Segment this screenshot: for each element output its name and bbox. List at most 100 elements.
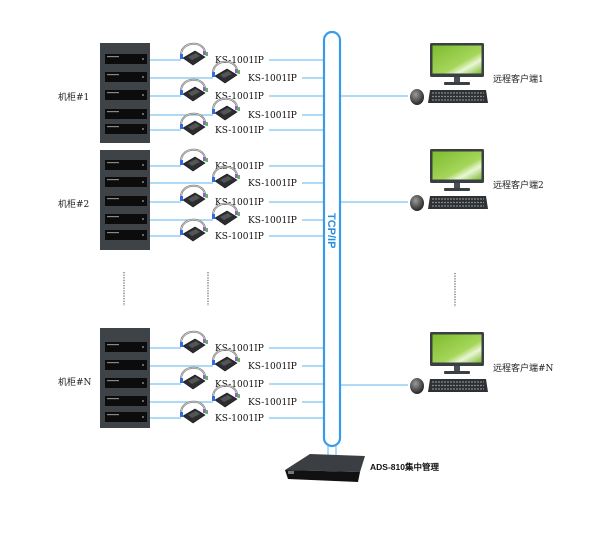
server-label-strip (107, 198, 119, 200)
kvm-box-label (220, 213, 232, 220)
ps2-keyboard-plug-icon (235, 357, 238, 361)
ps2-mouse-plug-icon (205, 340, 208, 344)
kvm-box-label (188, 377, 200, 384)
server-label-strip (107, 362, 119, 364)
trackball-icon (410, 378, 424, 394)
client-label: 远程客户端2 (493, 179, 544, 191)
kvm-box-label (220, 359, 232, 366)
ks-1001ip-module: KS-1001IP (211, 202, 297, 226)
ks-1001ip-module: KS-1001IP (179, 218, 264, 242)
kvm-box-label (220, 395, 232, 402)
vga-plug-icon (212, 396, 215, 401)
cable-highlight (180, 43, 206, 57)
server-led (142, 76, 144, 78)
module-label: KS-1001IP (215, 232, 264, 242)
server-led (142, 181, 144, 183)
client-label: 远程客户端#N (493, 362, 554, 374)
ads-device-front (285, 470, 360, 482)
vga-plug-icon (180, 342, 183, 347)
ks-1001ip-module: KS-1001IP (211, 165, 297, 189)
ps2-keyboard-plug-icon (235, 174, 238, 178)
vga-plug-icon (180, 124, 183, 129)
ps2-keyboard-plug-icon (203, 51, 206, 55)
server-label-strip (107, 162, 119, 164)
module-label: KS-1001IP (215, 126, 264, 136)
ps2-mouse-plug-icon (205, 410, 208, 414)
vga-plug-icon (212, 177, 215, 182)
ks-1001ip-module: KS-1001IP (179, 78, 264, 102)
vga-plug-icon (180, 90, 183, 95)
cable-highlight (212, 385, 238, 399)
ps2-keyboard-plug-icon (203, 227, 206, 231)
rack-server-slot (105, 90, 147, 100)
server-label-strip (107, 344, 119, 346)
racks: 机柜#1 机柜#2 机柜#N (58, 43, 150, 428)
vga-plug-icon (212, 360, 215, 365)
trackball-icon (410, 89, 424, 105)
module-label: KS-1001IP (215, 162, 264, 172)
rack-label: 机柜#N (58, 376, 92, 388)
cable-highlight (180, 113, 206, 127)
kvm-box-label (220, 176, 232, 183)
ps2-keyboard-plug-icon (235, 393, 238, 397)
server-label-strip (107, 216, 119, 218)
vga-plug-icon (180, 378, 183, 383)
module-label: KS-1001IP (248, 111, 297, 121)
rack-label: 机柜#1 (58, 91, 89, 103)
ks-1001ip-module: KS-1001IP (179, 112, 264, 136)
monitor-screen (432, 151, 482, 180)
tcpip-bus: TCP/IP (322, 30, 342, 448)
cable-highlight (212, 166, 238, 180)
link-lines (146, 59, 408, 419)
rack-label: 机柜#2 (58, 198, 89, 210)
module-label: KS-1001IP (215, 344, 264, 354)
rack-2: 机柜#2 (58, 150, 150, 250)
monitor-neck (454, 77, 460, 82)
rack-server-slot (105, 72, 147, 82)
cable-highlight (180, 401, 206, 415)
server-led (142, 364, 144, 366)
kvm-box-label (188, 53, 200, 60)
vga-plug-icon (212, 214, 215, 219)
server-label-strip (107, 56, 119, 58)
monitor-neck (454, 366, 460, 371)
cable-highlight (212, 61, 238, 75)
server-led (142, 128, 144, 130)
server-led (142, 200, 144, 202)
ads-810-label: ADS-810集中管理 (370, 462, 439, 472)
vga-plug-icon (180, 196, 183, 201)
ps2-mouse-plug-icon (205, 158, 208, 162)
server-led (142, 234, 144, 236)
rack-server-slot (105, 342, 147, 352)
server-led (142, 113, 144, 115)
kvm-box-label (188, 195, 200, 202)
server-label-strip (107, 179, 119, 181)
rack-server-slot (105, 360, 147, 370)
rack-server-slot (105, 196, 147, 206)
ellipsis-markers (123, 272, 456, 307)
ps2-keyboard-plug-icon (203, 193, 206, 197)
cable-highlight (180, 149, 206, 163)
kvm-box-label (188, 159, 200, 166)
ps2-mouse-plug-icon (205, 228, 208, 232)
ks-1001ip-module: KS-1001IP (179, 42, 264, 66)
ps2-keyboard-plug-icon (235, 106, 238, 110)
ks-1001ip-module: KS-1001IP (211, 384, 297, 408)
remote-client-3: 远程客户端#N (410, 332, 554, 394)
ps2-mouse-plug-icon (205, 122, 208, 126)
ps2-mouse-plug-icon (237, 212, 240, 216)
cable-highlight (180, 331, 206, 345)
ads-device-port (288, 471, 294, 474)
rack-1: 机柜#1 (58, 43, 150, 143)
kvm-box-label (220, 108, 232, 115)
monitor-screen (432, 334, 482, 363)
cable-highlight (180, 185, 206, 199)
monitor-stand (444, 82, 470, 85)
ads-device-top (285, 454, 365, 472)
server-label-strip (107, 92, 119, 94)
rack-3: 机柜#N (58, 328, 150, 428)
kvm-box-label (188, 411, 200, 418)
ps2-keyboard-plug-icon (203, 339, 206, 343)
rack-server-slot (105, 230, 147, 240)
